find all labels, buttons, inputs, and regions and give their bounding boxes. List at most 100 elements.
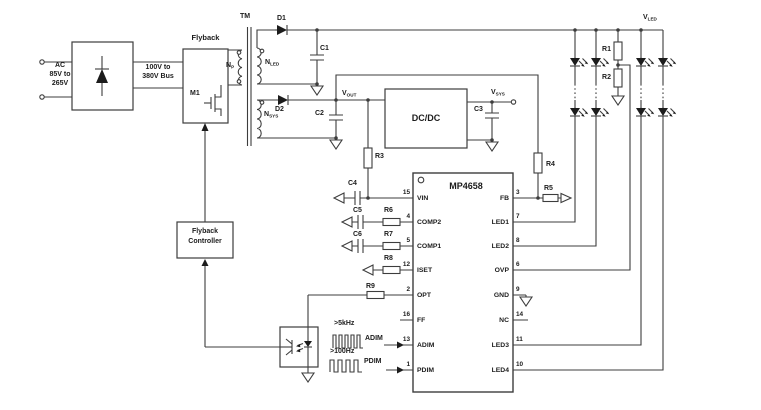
pin-num-comp1: 5 (406, 237, 410, 244)
pin-name-comp2: COMP2 (417, 219, 442, 226)
pin-name-ff: FF (417, 317, 426, 324)
pin-num-adim: 13 (402, 336, 410, 343)
ac-label-line2: 85V to (49, 71, 71, 78)
d2-label: D2 (275, 106, 284, 113)
c6-label: C6 (353, 231, 362, 238)
ground-r5 (560, 192, 573, 204)
pin-num-vin: 15 (402, 189, 410, 196)
c3-label: C3 (474, 106, 483, 113)
r3-label: R3 (375, 153, 384, 160)
ground-ic-gnd (518, 296, 534, 307)
resistor-r8 (382, 265, 401, 275)
adim-freq-label: >5kHz (334, 320, 355, 327)
pin-num-led2: 8 (516, 237, 520, 244)
resistor-r1 (613, 41, 623, 61)
led-string-1 (569, 56, 589, 118)
pin-name-gnd: GND (493, 292, 509, 299)
pin-num-fb: 3 (516, 189, 520, 196)
optocoupler (279, 326, 319, 368)
polarity-dot-np-top (236, 50, 242, 55)
c5-label: C5 (353, 207, 362, 214)
c1-label: C1 (320, 45, 329, 52)
r2-label: R2 (602, 74, 611, 81)
r4-label: R4 (546, 161, 555, 168)
led-string-4 (657, 56, 677, 118)
flyback-title: Flyback (191, 33, 220, 42)
r8-label: R8 (384, 255, 393, 262)
c2-label: C2 (315, 110, 324, 117)
wires-power-stage (44, 29, 539, 198)
r7-label: R7 (384, 231, 393, 238)
np-label: NP (226, 62, 235, 70)
pdim-arrow (397, 366, 404, 374)
resistor-r4 (533, 152, 543, 174)
diode-d1 (275, 25, 288, 35)
ac-terminal-bottom (39, 94, 45, 100)
pin-num-ovp: 6 (516, 261, 520, 268)
flyback-block (182, 48, 229, 124)
c4-label: C4 (348, 180, 357, 187)
polarity-dot-nsys (259, 100, 265, 105)
arrow-controller-to-flyback (201, 123, 209, 131)
ac-terminal-top (39, 59, 45, 65)
ground-c5 (340, 216, 353, 228)
ground-c2 (328, 139, 344, 150)
pin-num-iset: 12 (402, 261, 410, 268)
pin-name-led3: LED3 (491, 342, 509, 349)
adim-waveform (332, 334, 363, 349)
resistor-r3 (363, 147, 373, 169)
pin-num-opt: 2 (406, 286, 410, 293)
d1-label: D1 (277, 15, 286, 22)
pin1-indicator (417, 176, 425, 184)
arrow-opto-to-controller (201, 259, 209, 266)
wires-ic-left (204, 101, 511, 373)
pin-name-led2: LED2 (491, 243, 509, 250)
pin-name-fb: FB (499, 195, 509, 202)
bus-label-line1: 100V to (145, 64, 171, 71)
pdim-waveform (329, 359, 362, 373)
bus-label-line2: 380V Bus (142, 73, 174, 80)
flyback-controller-line2: Controller (188, 238, 222, 245)
ac-label-line3: 265V (51, 80, 69, 87)
transformer-tm (236, 27, 265, 146)
led-string-2 (590, 56, 610, 118)
dcdc-label: DC/DC (411, 113, 441, 123)
adim-arrow (397, 341, 404, 349)
pin-num-led4: 10 (516, 361, 524, 368)
resistor-r9 (366, 290, 385, 300)
ground-r2 (610, 95, 626, 106)
pin-num-gnd: 9 (516, 286, 520, 293)
ground-symbols (300, 85, 626, 383)
resistor-r5 (542, 193, 559, 203)
pin-num-nc: 14 (516, 311, 524, 318)
net-label-vled: VLED (643, 14, 657, 22)
resistors (363, 41, 623, 300)
ic-mp4658 (412, 172, 514, 393)
polarity-dot-np-bottom (236, 79, 242, 84)
flyback-controller-line1: Flyback (191, 228, 219, 235)
pdim-freq-label: >100Hz (330, 348, 355, 355)
r9-label: R9 (366, 283, 375, 290)
ground-c3 (484, 141, 500, 152)
wires-led-rail (287, 29, 664, 371)
pin-name-ovp: OVP (494, 267, 509, 274)
pin-num-pdim: 1 (406, 361, 410, 368)
pin-name-opt: OPT (417, 292, 431, 299)
r1-label: R1 (602, 46, 611, 53)
pin-name-led4: LED4 (491, 367, 509, 374)
net-label-vout: VOUT (342, 90, 357, 98)
ground-opto (300, 372, 316, 383)
junction-dots (315, 28, 643, 200)
pin-name-led1: LED1 (491, 219, 509, 226)
pin-num-led1: 7 (516, 213, 520, 220)
pin-name-adim: ADIM (417, 342, 435, 349)
nled-label: NLED (265, 59, 280, 67)
mosfet-m1-label: M1 (190, 90, 200, 97)
ac-label-line1: AC (54, 62, 66, 69)
pin-name-nc: NC (499, 317, 509, 324)
ground-c4 (332, 192, 345, 204)
vsys-terminal (510, 99, 517, 105)
pdim-label: PDIM (364, 358, 382, 365)
